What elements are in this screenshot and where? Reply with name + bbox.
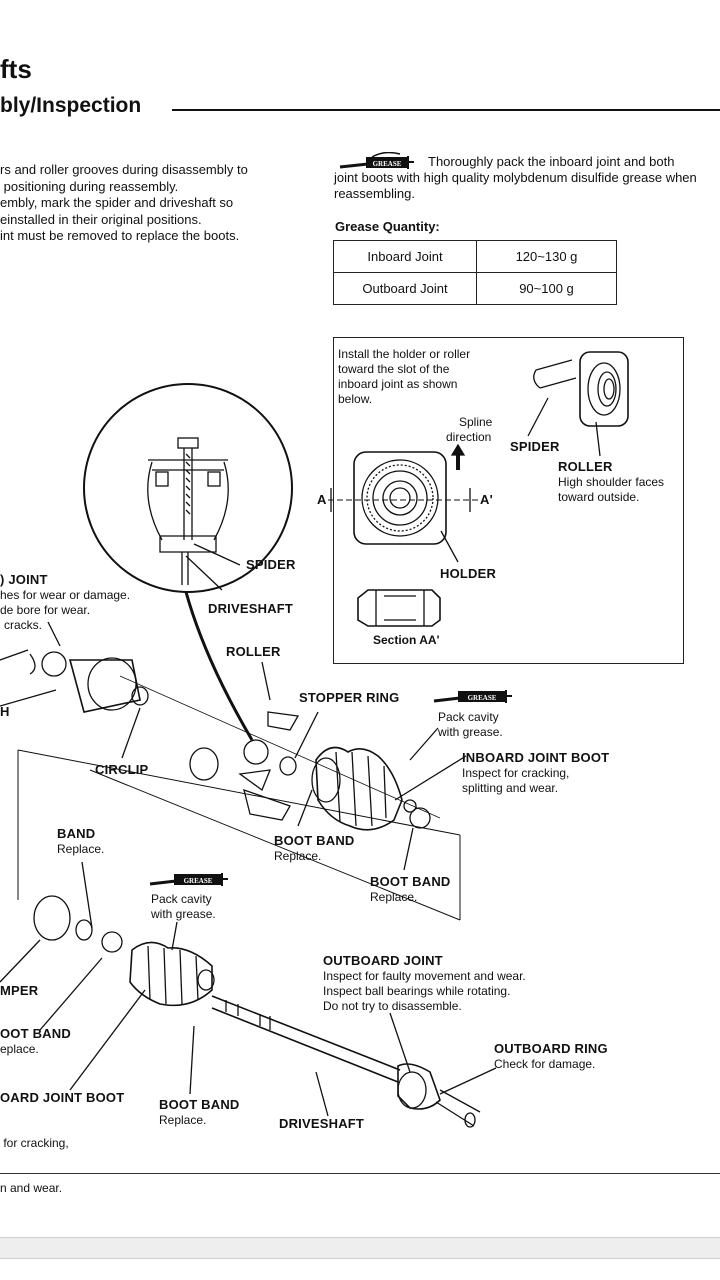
band-note: Replace. <box>57 842 105 856</box>
inboard-boot-note-line: Inspect for cracking, <box>462 766 570 780</box>
outboard-boot-note-line: n and wear. <box>0 1181 63 1195</box>
grease-instruction-first-line: Thoroughly pack the inboard joint and bo… <box>428 154 675 169</box>
grease-icon: GREASE <box>432 687 514 712</box>
spline-label-line: Spline <box>459 415 493 429</box>
outboard-joint-note-line: Do not try to disassemble. <box>323 999 462 1013</box>
table-cell-qty: 90~100 g <box>476 272 617 305</box>
boot-band-right-label: BOOT BAND <box>370 874 451 889</box>
table-cell-qty: 120~130 g <box>476 240 617 273</box>
spider-label: SPIDER <box>246 557 296 572</box>
section-a-left-label: A <box>317 492 327 507</box>
inboard-boot <box>311 746 431 831</box>
boot-band-right-note: Replace. <box>370 890 418 904</box>
spline-label-line: direction <box>446 430 492 444</box>
roller-label: ROLLER <box>226 644 281 659</box>
grease-instruction-rest: joint boots with high quality molybdenum… <box>334 170 697 201</box>
boot-band-left-label: OOT BAND <box>0 1026 71 1041</box>
page-title: fts <box>0 54 32 84</box>
roller-note-line: toward outside. <box>558 490 640 504</box>
title-rule <box>172 109 720 111</box>
pack-cavity-note-2: Pack cavity with grease. <box>151 892 216 922</box>
detail-roller-label: ROLLER <box>558 459 613 474</box>
section-aa-label: Section AA' <box>373 633 440 647</box>
grease-quantity-table: Inboard Joint 120~130 g Outboard Joint 9… <box>333 240 617 305</box>
boot-band-bottom-note: Replace. <box>159 1113 207 1127</box>
inboard-boot-notes: Inspect for cracking, splitting and wear… <box>462 766 569 796</box>
table-cell-joint: Outboard Joint <box>333 272 477 305</box>
joint-title-label: ) JOINT <box>0 572 48 587</box>
grease-quantity-label: Grease Quantity: <box>335 219 440 234</box>
joint-note-line: cracks. <box>4 618 43 632</box>
detail-instruction-line: Install the holder or roller <box>338 347 471 361</box>
footer-rule <box>0 1173 720 1174</box>
spider-roller-detail-drawing <box>527 351 629 457</box>
outboard-group <box>33 895 481 1128</box>
joint-note-line: hes for wear or damage. <box>0 588 131 602</box>
pack-cavity-line: with grease. <box>151 907 216 921</box>
viewer-bottom-bar <box>0 1237 720 1259</box>
inboard-boot-note-line: splitting and wear. <box>462 781 559 795</box>
table-row: Outboard Joint 90~100 g <box>333 272 617 305</box>
damper-label-cut: MPER <box>0 983 39 998</box>
detail-roller-note: High shoulder faces toward outside. <box>558 475 664 505</box>
boot-band-mid-label: BOOT BAND <box>274 833 355 848</box>
pack-cavity-note: Pack cavity with grease. <box>438 710 503 740</box>
section-aa-drawing <box>357 589 441 627</box>
joint-note-line: de bore for wear. <box>0 603 91 617</box>
pack-cavity-line: Pack cavity <box>438 710 499 724</box>
outboard-boot-note-line: for cracking, <box>0 1136 69 1150</box>
svg-text:GREASE: GREASE <box>184 877 213 885</box>
grease-instruction: Thoroughly pack the inboard joint and bo… <box>334 154 720 202</box>
outboard-boot-label: OARD JOINT BOOT <box>0 1090 125 1105</box>
detail-instruction-line: inboard joint as shown <box>338 377 458 391</box>
boot-band-mid-note: Replace. <box>274 849 322 863</box>
boot-band-left-note: eplace. <box>0 1042 39 1056</box>
holder-label: HOLDER <box>440 566 497 581</box>
holder-drawing <box>328 451 480 563</box>
inboard-boot-label: INBOARD JOINT BOOT <box>462 750 610 765</box>
outboard-joint-label: OUTBOARD JOINT <box>323 953 443 968</box>
outboard-joint-note-line: Inspect for faulty movement and wear. <box>323 969 526 983</box>
outboard-joint-notes: Inspect for faulty movement and wear. In… <box>323 969 526 1014</box>
inboard-joint-housing <box>29 651 149 713</box>
pack-cavity-line: Pack cavity <box>151 892 212 906</box>
joint-title-text: JOINT <box>8 572 48 587</box>
spline-direction-label: Spline direction <box>446 415 492 445</box>
pack-cavity-line: with grease. <box>438 725 503 739</box>
svg-text:GREASE: GREASE <box>373 160 402 168</box>
section-a-right-label: A' <box>480 492 493 507</box>
inset-circle-puller <box>83 383 293 741</box>
outboard-ring-label: OUTBOARD RING <box>494 1041 608 1056</box>
driveshaft-bottom-label: DRIVESHAFT <box>279 1116 365 1131</box>
grease-icon: GREASE <box>338 151 418 177</box>
stopper-ring-label: STOPPER RING <box>299 690 400 705</box>
svg-text:GREASE: GREASE <box>468 694 497 702</box>
housing-label-cut: H <box>0 704 10 719</box>
table-cell-joint: Inboard Joint <box>333 240 477 273</box>
boot-band-bottom-label: BOOT BAND <box>159 1097 240 1112</box>
section-subtitle: bly/Inspection <box>0 94 142 117</box>
joint-notes: hes for wear or damage. de bore for wear… <box>0 588 130 633</box>
detail-instruction-line: below. <box>338 392 373 406</box>
detail-spider-label: SPIDER <box>510 439 560 454</box>
outboard-joint-note-line: Inspect ball bearings while rotating. <box>323 984 511 998</box>
spider-rollers <box>189 711 300 821</box>
detail-instruction-line: toward the slot of the <box>338 362 450 376</box>
band-label: BAND <box>57 826 96 841</box>
detail-instruction: Install the holder or roller toward the … <box>338 347 470 407</box>
disassembly-notes: rs and roller grooves during disassembly… <box>0 162 248 243</box>
table-row: Inboard Joint 120~130 g <box>333 240 617 273</box>
circlip-label: CIRCLIP <box>95 762 149 777</box>
outboard-ring-note: Check for damage. <box>494 1057 596 1071</box>
driveshaft-top-label: DRIVESHAFT <box>208 601 294 616</box>
outboard-boot-notes: for cracking, n and wear. <box>0 1106 69 1211</box>
roller-note-line: High shoulder faces <box>558 475 665 489</box>
grease-icon: GREASE <box>148 870 230 895</box>
